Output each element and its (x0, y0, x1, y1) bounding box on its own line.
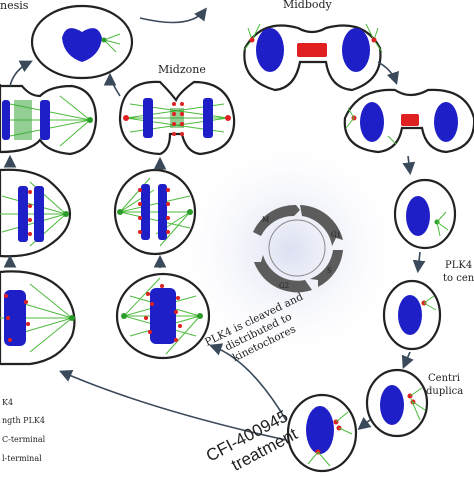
label-centriole-1: Centri (428, 373, 460, 384)
cell-plk4-recruit: PLK4 i to cen (382, 260, 474, 351)
label-plk4-recruit-1: PLK4 i (445, 260, 474, 271)
phase-label-m: M (262, 216, 269, 224)
phase-label-g2: G2 (279, 282, 289, 290)
label-plk4-recruit-2: to cen (443, 273, 474, 284)
legend-item-4: l-terminal (2, 454, 42, 463)
cell-cycle-ring: M G1 S G2 (253, 204, 343, 293)
ring-segment-s (310, 250, 343, 287)
ring-segment-m (253, 204, 300, 236)
legend-item-2: ngth PLK4 (2, 416, 45, 425)
cell-metaphase (113, 168, 197, 256)
label-cytokinesis: nesis (0, 0, 29, 12)
cycle-arrows (3, 7, 426, 441)
cell-g2 (286, 393, 358, 473)
cell-left-prometaphase (0, 270, 76, 366)
cell-cytokinesis: nesis (0, 0, 134, 80)
label-centriole-2: duplica (426, 386, 463, 397)
cell-centriole-dup: Centri duplica (365, 368, 463, 438)
phase-label-g1: G1 (331, 231, 341, 239)
cell-left-metaphase (0, 168, 72, 258)
legend: K4 ngth PLK4 C-terminal l-terminal (2, 398, 46, 463)
phase-label-s: S (327, 267, 332, 275)
cell-left-telophase (0, 83, 98, 156)
label-midbody: Midbody (283, 0, 333, 11)
legend-item-1: K4 (2, 398, 13, 407)
legend-item-3: C-terminal (2, 435, 46, 444)
ring-segment-g1 (300, 205, 343, 246)
ring-inner-circle (268, 219, 326, 277)
center-glow (170, 130, 410, 370)
cell-midzone: Midzone (118, 63, 236, 156)
ring-segment-g2 (254, 255, 312, 293)
cell-prometaphase (115, 272, 211, 360)
cell-g1 (393, 178, 457, 250)
treatment-label: CFI-400945 treatment (203, 407, 301, 475)
cell-midbody: Midbody (243, 0, 383, 92)
label-midzone: Midzone (158, 63, 206, 76)
cell-abscission (343, 88, 474, 154)
